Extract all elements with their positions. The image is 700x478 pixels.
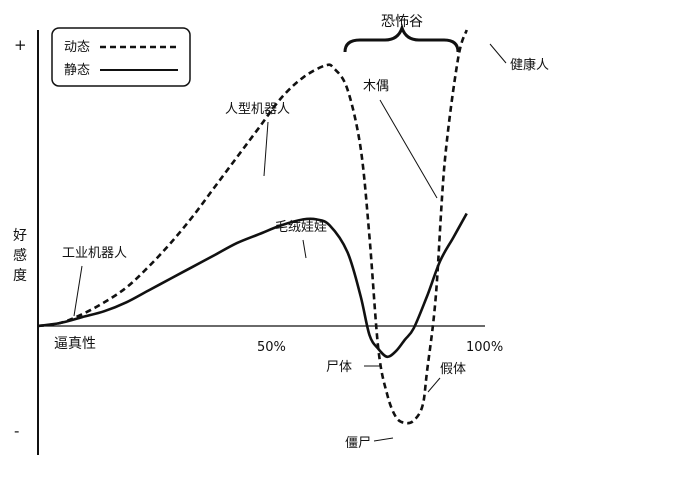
uncanny-valley-brace	[343, 23, 460, 53]
legend: 动态 静态	[51, 27, 191, 87]
legend-label-static: 静态	[64, 63, 90, 78]
series-line-static	[37, 212, 468, 359]
annotation-industrial-robot: 工业机器人	[62, 246, 127, 261]
annotation-plush-doll: 毛绒娃娃	[275, 220, 327, 235]
x-tick-label-100: 100%	[466, 340, 503, 355]
annotation-corpse: 尸体	[326, 360, 352, 375]
annotation-prosthesis: 假体	[440, 362, 466, 377]
leader-industrial-robot	[73, 265, 83, 317]
annotation-zombie: 僵尸	[345, 436, 371, 451]
y-axis-label-char: 感	[13, 247, 27, 264]
legend-box	[51, 27, 191, 87]
y-axis-minus-symbol: -	[14, 422, 19, 440]
legend-label-dynamic: 动态	[64, 40, 90, 55]
y-axis-label: 好感度	[13, 228, 27, 284]
x-axis-label: 逼真性	[54, 336, 96, 352]
leader-humanoid-robot	[263, 121, 269, 177]
y-axis-label-char: 度	[13, 268, 27, 284]
leader-zombie	[373, 437, 394, 442]
annotation-uncanny-valley: 恐怖谷	[381, 13, 423, 30]
leader-prosthesis	[427, 377, 441, 393]
series-line-dynamic	[37, 29, 468, 425]
y-axis-label-char: 好	[13, 228, 27, 244]
x-tick-label-50: 50%	[257, 340, 286, 355]
annotation-puppet: 木偶	[363, 79, 389, 94]
annotation-humanoid-robot: 人型机器人	[225, 102, 290, 117]
annotation-healthy-person: 健康人	[510, 57, 549, 73]
leader-healthy-person	[489, 43, 507, 64]
leader-puppet	[379, 99, 438, 199]
leader-plush-doll	[302, 239, 307, 259]
y-axis-plus-symbol: +	[14, 36, 27, 54]
